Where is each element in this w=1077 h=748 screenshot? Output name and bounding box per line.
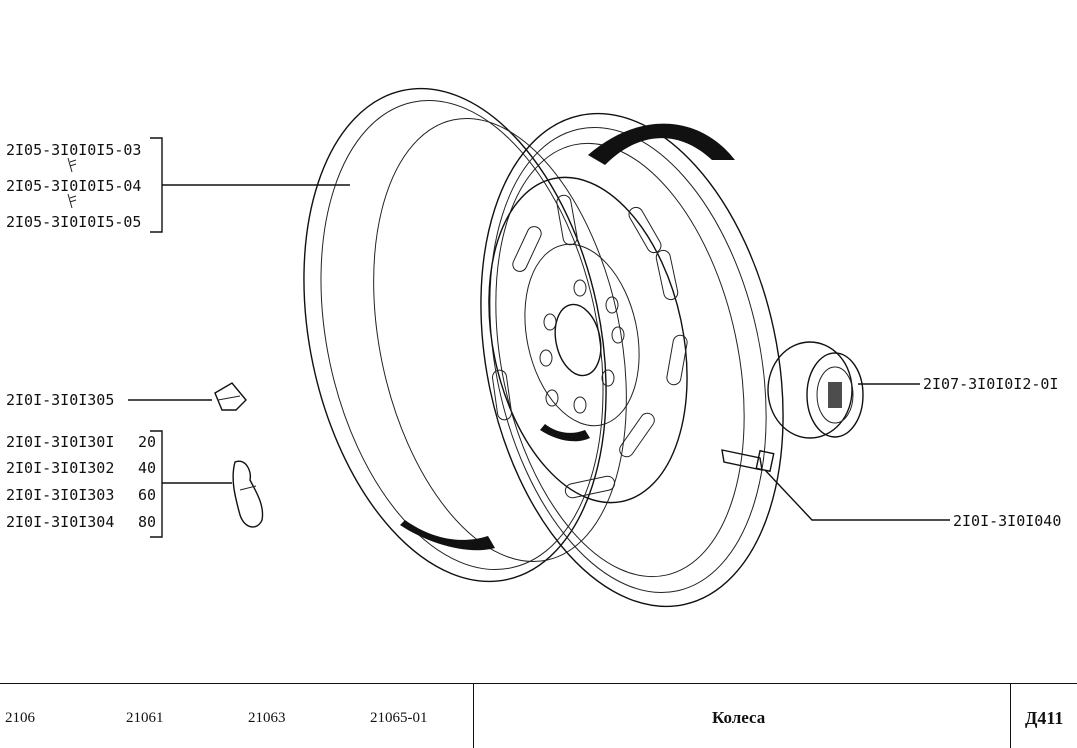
- label-rim-2: 2I05-3I0I0I5-04: [6, 177, 141, 195]
- label-weight-grams-3: 60: [138, 486, 156, 504]
- footer-divider: [473, 684, 474, 748]
- label-rim-1: 2I05-3I0I0I5-03: [6, 141, 141, 159]
- leader-lines: [67, 137, 950, 538]
- hub-cap: [767, 341, 864, 439]
- label-hub-cap: 2I07-3I0I0I2-0I: [923, 375, 1058, 393]
- label-weight-grams-1: 20: [138, 433, 156, 451]
- label-bolt: 2I0I-3I0I040: [953, 512, 1061, 530]
- model-21065-01: 21065-01: [370, 710, 428, 726]
- label-weight-grams-4: 80: [138, 513, 156, 531]
- page-code: Д411: [1025, 708, 1064, 728]
- label-rim-3: 2I05-3I0I0I5-05: [6, 213, 141, 231]
- label-weight-code-3: 2I0I-3I0I303: [6, 486, 114, 504]
- label-weight-code-4: 2I0I-3I0I304: [6, 513, 114, 531]
- footer-divider: [1010, 684, 1011, 748]
- label-weight-grams-2: 40: [138, 459, 156, 477]
- section-title: Колеса: [712, 708, 766, 727]
- wheel-rim: [303, 87, 784, 608]
- label-weight-code-2: 2I0I-3I0I302: [6, 459, 114, 477]
- model-21061: 21061: [126, 710, 164, 726]
- valve: [214, 382, 247, 411]
- label-valve: 2I0I-3I0I305: [6, 391, 114, 409]
- balance-weight: [232, 460, 264, 528]
- title-block: 2106 21061 21063 21065-01 Колеса Д411: [0, 683, 1077, 748]
- model-2106: 2106: [5, 710, 35, 726]
- wheel-diagram: 2I05-3I0I0I5-03 2I05-3I0I0I5-04 2I05-3I0…: [6, 87, 1061, 608]
- label-weight-code-1: 2I0I-3I0I30I: [6, 433, 114, 451]
- wheel-bolt: [721, 449, 775, 473]
- model-21063: 21063: [248, 710, 286, 726]
